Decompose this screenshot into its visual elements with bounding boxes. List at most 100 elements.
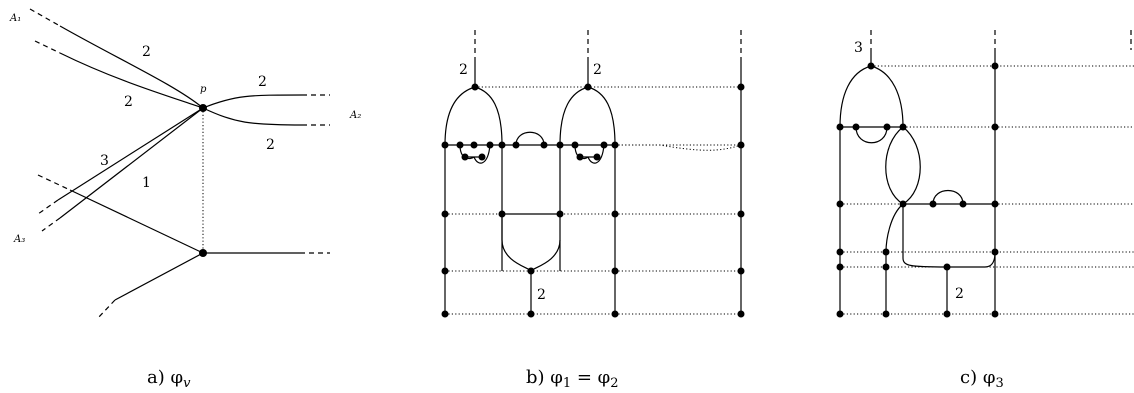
vertex-c [882, 263, 890, 271]
vertex-b [571, 141, 579, 149]
vertex-c [883, 123, 891, 131]
vertex-b [600, 141, 608, 149]
arc-c-small [855, 126, 888, 144]
edge-a1-lower [59, 52, 204, 109]
edge-lower-left [69, 189, 204, 254]
vertex-p [199, 104, 207, 112]
label-a3: A₃ [13, 234, 25, 245]
vertex-b [527, 267, 535, 275]
ray-lower-left-dash [37, 174, 71, 191]
vertex-b [486, 141, 494, 149]
vertex-b [471, 83, 479, 91]
weight-label: 3 [854, 40, 863, 56]
vertex-b [737, 83, 745, 91]
vertex-c [991, 248, 999, 256]
edge-b-box-bottom [501, 214, 561, 273]
weight-label: 1 [142, 175, 151, 191]
vertex-c [836, 310, 844, 318]
vertex-b [611, 267, 619, 275]
vertex-b [737, 310, 745, 318]
vertex-c [852, 123, 860, 131]
vertex-b [456, 141, 464, 149]
caption-b: b) φ1 = φ2 [526, 367, 619, 391]
ray-a1-upper-dash [29, 8, 61, 27]
weight-label: 2 [537, 287, 546, 303]
vertex-b [737, 210, 745, 218]
edge-c-inner-left [885, 203, 904, 314]
arc-b-left-2 [473, 144, 491, 164]
vertex-b [512, 141, 520, 149]
vertex-b [441, 267, 449, 275]
vertex-b [441, 210, 449, 218]
vertex-c [943, 263, 951, 271]
oval-c [885, 126, 921, 205]
vertex-c [836, 248, 844, 256]
weight-label: 2 [124, 94, 133, 110]
ray-a3-lower-dash [41, 217, 61, 232]
ray-lower-bottom-dash [97, 299, 116, 319]
arc-c-box-top [932, 190, 964, 205]
vertex-c [836, 263, 844, 271]
vertex-c [836, 123, 844, 131]
weight-label: 2 [258, 74, 267, 90]
vertex-c [991, 62, 999, 70]
vertex-b [611, 141, 619, 149]
weight-label: 2 [955, 286, 964, 302]
vertex-b [593, 153, 601, 161]
arc-b-top-mid [515, 131, 545, 146]
lobe-b-left [444, 86, 503, 146]
vertex-b [556, 141, 564, 149]
vertex-c [882, 248, 890, 256]
vertex-b [441, 310, 449, 318]
vertex-c [929, 200, 937, 208]
caption-c: c) φ3 [960, 367, 1004, 391]
ray-a3-upper-dash [37, 199, 59, 215]
dotted-b-curve [615, 144, 742, 151]
vertex-c [943, 310, 951, 318]
vertex-b [498, 141, 506, 149]
vertex-c [867, 62, 875, 70]
vertex-c [899, 200, 907, 208]
arc-b-right-2 [587, 144, 605, 164]
vertex-c [991, 123, 999, 131]
lobe-b-right [559, 86, 616, 146]
vertex-b [576, 153, 584, 161]
weight-label: 2 [266, 137, 275, 153]
edge-a3-upper [57, 107, 204, 201]
ray-a1-lower-dash [34, 40, 61, 54]
panel-c-floor-diagram: 3 2 c) φ3 [836, 30, 1134, 391]
edge-a3-lower [59, 107, 204, 219]
weight-label: 3 [100, 153, 109, 169]
vertex-c [991, 200, 999, 208]
weight-label: 2 [142, 44, 151, 60]
vertex-c [882, 310, 890, 318]
panel-b-floor-diagram: 2 2 2 b) φ1 = φ2 [441, 30, 745, 391]
vertex-c [836, 200, 844, 208]
vertex-b [441, 141, 449, 149]
edge-a1-upper [59, 25, 204, 109]
lobe-c-top [839, 65, 904, 128]
vertex-b [527, 310, 535, 318]
weight-label: 2 [593, 62, 602, 78]
vertex-b [584, 83, 592, 91]
vertex-b [478, 153, 486, 161]
vertex-b [470, 141, 478, 149]
label-a2: A₂ [349, 110, 361, 121]
vertex-lower [199, 249, 207, 257]
vertex-b [737, 267, 745, 275]
label-a1: A₁ [9, 13, 21, 24]
vertex-c [959, 200, 967, 208]
vertex-b [540, 141, 548, 149]
vertex-c [991, 310, 999, 318]
label-p: p [200, 84, 207, 95]
vertex-b [461, 153, 469, 161]
caption-a: a) φv [147, 367, 191, 391]
vertex-c [899, 123, 907, 131]
vertex-b [611, 310, 619, 318]
vertex-b [737, 141, 745, 149]
edge-lower-bottom [114, 252, 204, 301]
vertex-b [556, 210, 564, 218]
vertex-b [498, 210, 506, 218]
edge-c-box [902, 204, 996, 268]
